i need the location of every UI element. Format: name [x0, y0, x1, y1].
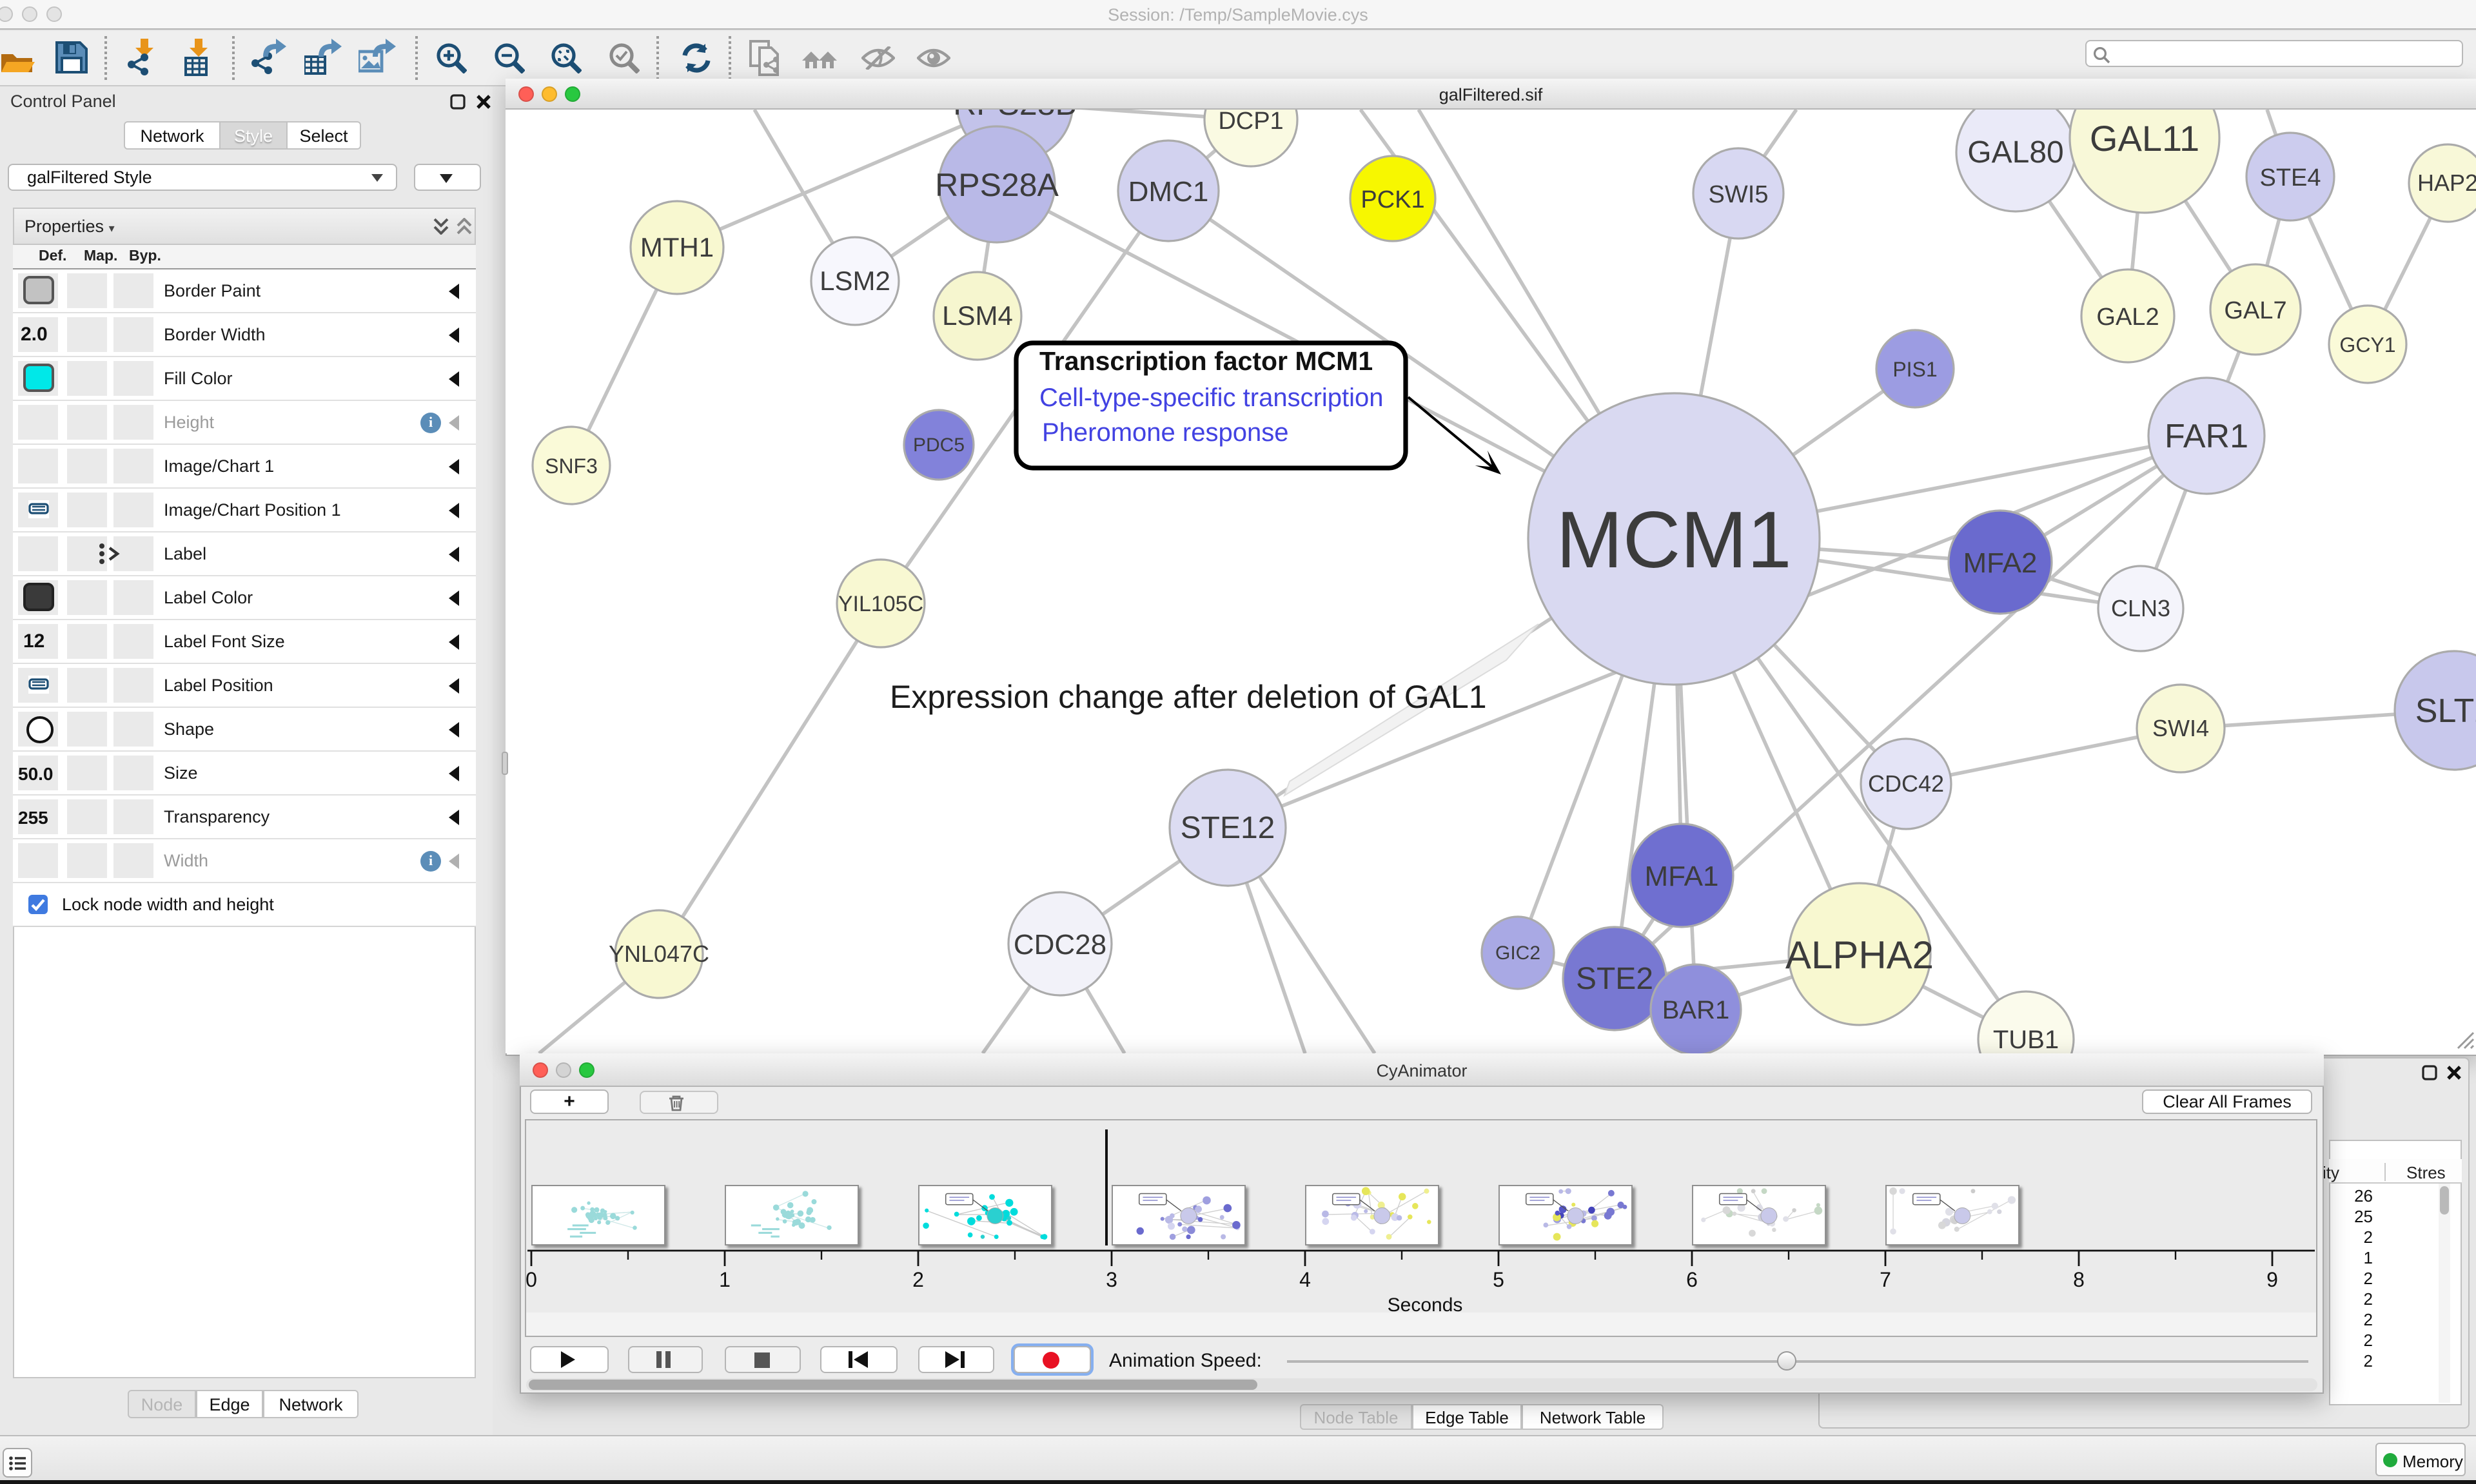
- svg-text:8: 8: [2073, 1268, 2085, 1291]
- svg-text:SWI4: SWI4: [2152, 715, 2209, 741]
- svg-text:CDC42: CDC42: [1868, 770, 1944, 797]
- svg-text:9: 9: [2266, 1268, 2278, 1291]
- svg-text:STE2: STE2: [1576, 962, 1653, 996]
- svg-text:GIC2: GIC2: [1495, 942, 1540, 964]
- svg-text:CLN3: CLN3: [2111, 595, 2170, 621]
- svg-text:DCP1: DCP1: [1218, 110, 1283, 135]
- svg-text:RPS28B: RPS28B: [953, 110, 1077, 122]
- svg-text:Pheromone response: Pheromone response: [1042, 418, 1288, 447]
- svg-text:3: 3: [1106, 1268, 1117, 1291]
- svg-text:ALPHA2: ALPHA2: [1785, 933, 1934, 977]
- svg-text:LSM2: LSM2: [820, 266, 890, 296]
- svg-text:PDC5: PDC5: [913, 434, 965, 456]
- svg-text:DMC1: DMC1: [1128, 176, 1209, 208]
- svg-text:SLT2: SLT2: [2415, 692, 2476, 730]
- svg-text:RPS28A: RPS28A: [935, 167, 1059, 203]
- svg-text:6: 6: [1686, 1268, 1698, 1291]
- svg-text:SNF3: SNF3: [545, 454, 598, 478]
- svg-text:GAL11: GAL11: [2090, 118, 2199, 159]
- svg-text:GAL80: GAL80: [1967, 135, 2063, 170]
- svg-text:HAP2: HAP2: [2417, 170, 2476, 196]
- svg-text:0: 0: [526, 1268, 537, 1291]
- svg-text:MFA2: MFA2: [1963, 547, 2038, 579]
- svg-text:Transcription factor MCM1: Transcription factor MCM1: [1039, 346, 1373, 376]
- svg-text:LSM4: LSM4: [942, 300, 1013, 331]
- svg-text:Expression change after deleti: Expression change after deletion of GAL1: [890, 679, 1487, 715]
- svg-text:STE4: STE4: [2259, 164, 2321, 191]
- svg-text:BAR1: BAR1: [1662, 996, 1730, 1024]
- svg-text:5: 5: [1493, 1268, 1504, 1291]
- svg-text:MTH1: MTH1: [640, 232, 714, 262]
- svg-text:SWI5: SWI5: [1709, 181, 1769, 208]
- svg-text:7: 7: [1880, 1268, 1891, 1291]
- svg-text:PCK1: PCK1: [1361, 186, 1424, 213]
- svg-text:MCM1: MCM1: [1556, 496, 1791, 585]
- svg-text:CDC28: CDC28: [1014, 929, 1106, 961]
- svg-text:STE12: STE12: [1181, 811, 1275, 845]
- svg-text:FAR1: FAR1: [2165, 418, 2248, 455]
- svg-text:MFA1: MFA1: [1645, 861, 1719, 892]
- svg-text:GAL7: GAL7: [2224, 297, 2286, 324]
- svg-text:YIL105C: YIL105C: [838, 592, 923, 616]
- svg-text:GCY1: GCY1: [2339, 333, 2395, 356]
- svg-text:1: 1: [719, 1268, 731, 1291]
- svg-text:Cell-type-specific transcripti: Cell-type-specific transcription: [1039, 384, 1384, 412]
- svg-text:4: 4: [1299, 1268, 1311, 1291]
- svg-text:PIS1: PIS1: [1892, 358, 1937, 381]
- svg-text:TUB1: TUB1: [1993, 1026, 2059, 1053]
- svg-text:YNL047C: YNL047C: [609, 941, 709, 967]
- svg-text:GAL2: GAL2: [2096, 304, 2159, 331]
- svg-text:2: 2: [912, 1268, 924, 1291]
